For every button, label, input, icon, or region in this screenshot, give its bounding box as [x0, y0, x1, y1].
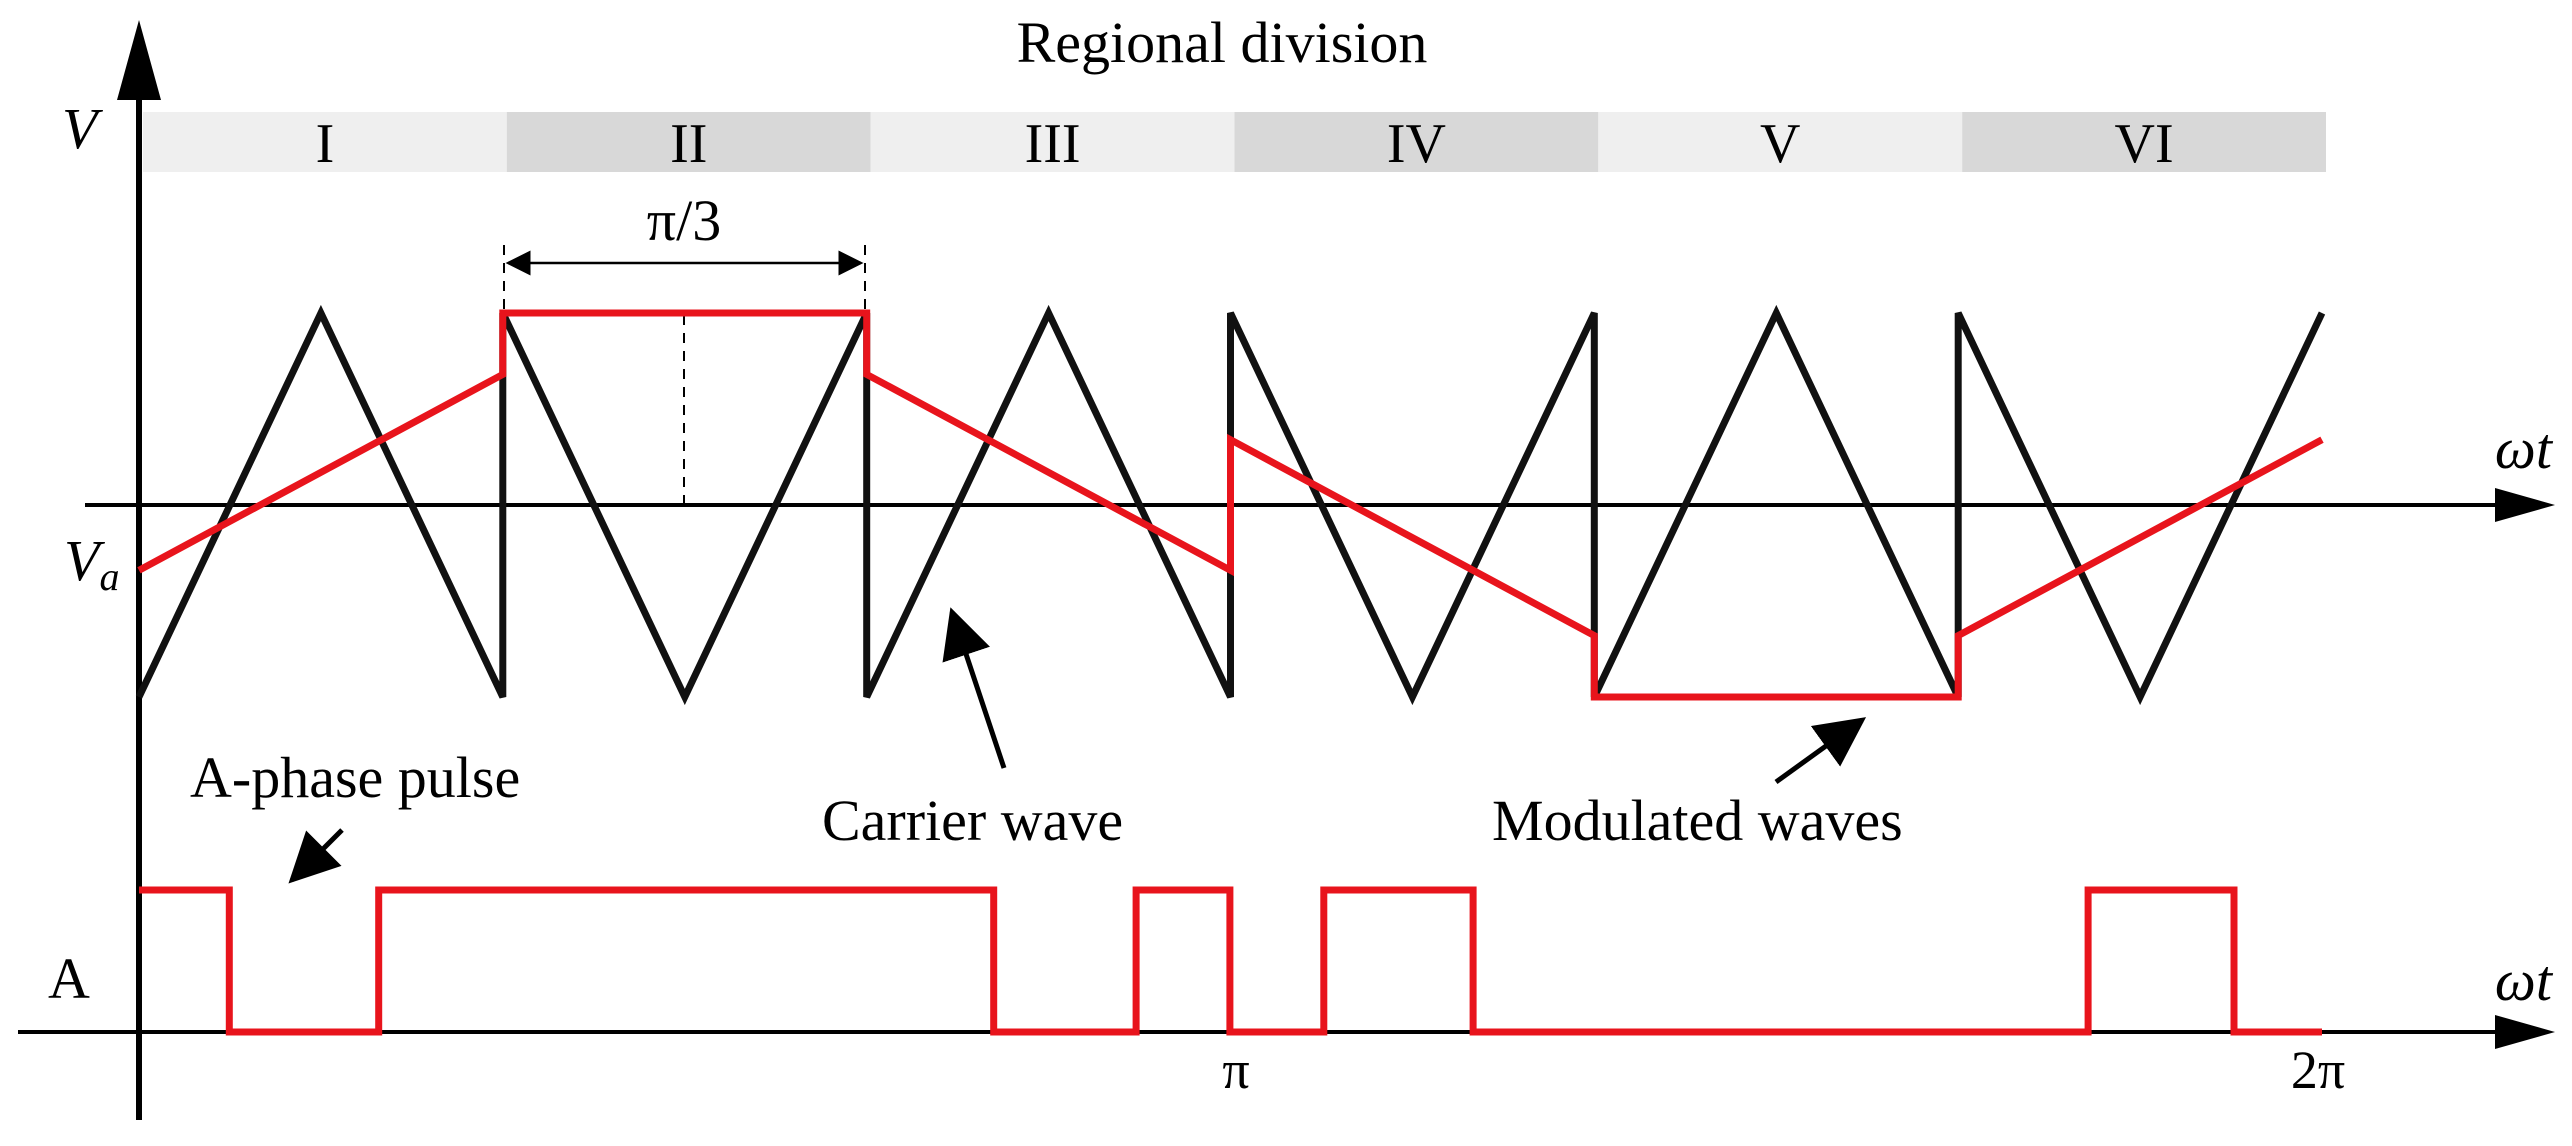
region-band-3: [870, 112, 1235, 172]
modulated-wave: [137, 309, 2324, 701]
x-axis-label-upper: ωt: [2495, 416, 2554, 481]
y-axis-arrowhead: [117, 20, 161, 100]
x-tick-pi: π: [1222, 1040, 1249, 1100]
upper-x-axis-arrowhead: [2495, 488, 2555, 522]
region-label-6: VI: [2115, 113, 2174, 175]
a-phase-pulse-wave: [139, 886, 2322, 1036]
y-axis-label: V: [62, 96, 104, 161]
carrier-annotation-arrow: [942, 607, 1007, 769]
region-label-1: I: [316, 113, 335, 175]
modulated-annotation: Modulated waves: [1492, 788, 1903, 853]
region-band-6: [1962, 112, 2326, 172]
axes: [18, 20, 2555, 1120]
region-width-label: π/3: [647, 188, 721, 253]
region-band-4: [1234, 112, 1599, 172]
carrier-annotation: Carrier wave: [822, 788, 1123, 853]
region-label-5: V: [1760, 113, 1800, 175]
region-band-2: [506, 112, 871, 172]
modulated-annotation-arrow: [1774, 717, 1867, 785]
region-label-2: II: [670, 113, 707, 175]
region-band-5: [1598, 112, 1963, 172]
region-label-4: IV: [1387, 113, 1446, 175]
region-band-1: [143, 112, 507, 172]
pulse-annotation-arrow: [288, 828, 344, 884]
x-axis-label-lower: ωt: [2495, 948, 2554, 1013]
region-label-3: III: [1025, 113, 1081, 175]
x-tick-2pi: 2π: [2291, 1040, 2345, 1100]
diagram-title: Regional division: [1017, 10, 1428, 75]
pulse-annotation: A-phase pulse: [190, 745, 520, 810]
va-label: Va: [64, 528, 119, 599]
lower-x-axis-arrowhead: [2495, 1015, 2555, 1049]
pulse-axis-label: A: [48, 946, 90, 1011]
region-width-marker: π/3: [503, 188, 866, 505]
